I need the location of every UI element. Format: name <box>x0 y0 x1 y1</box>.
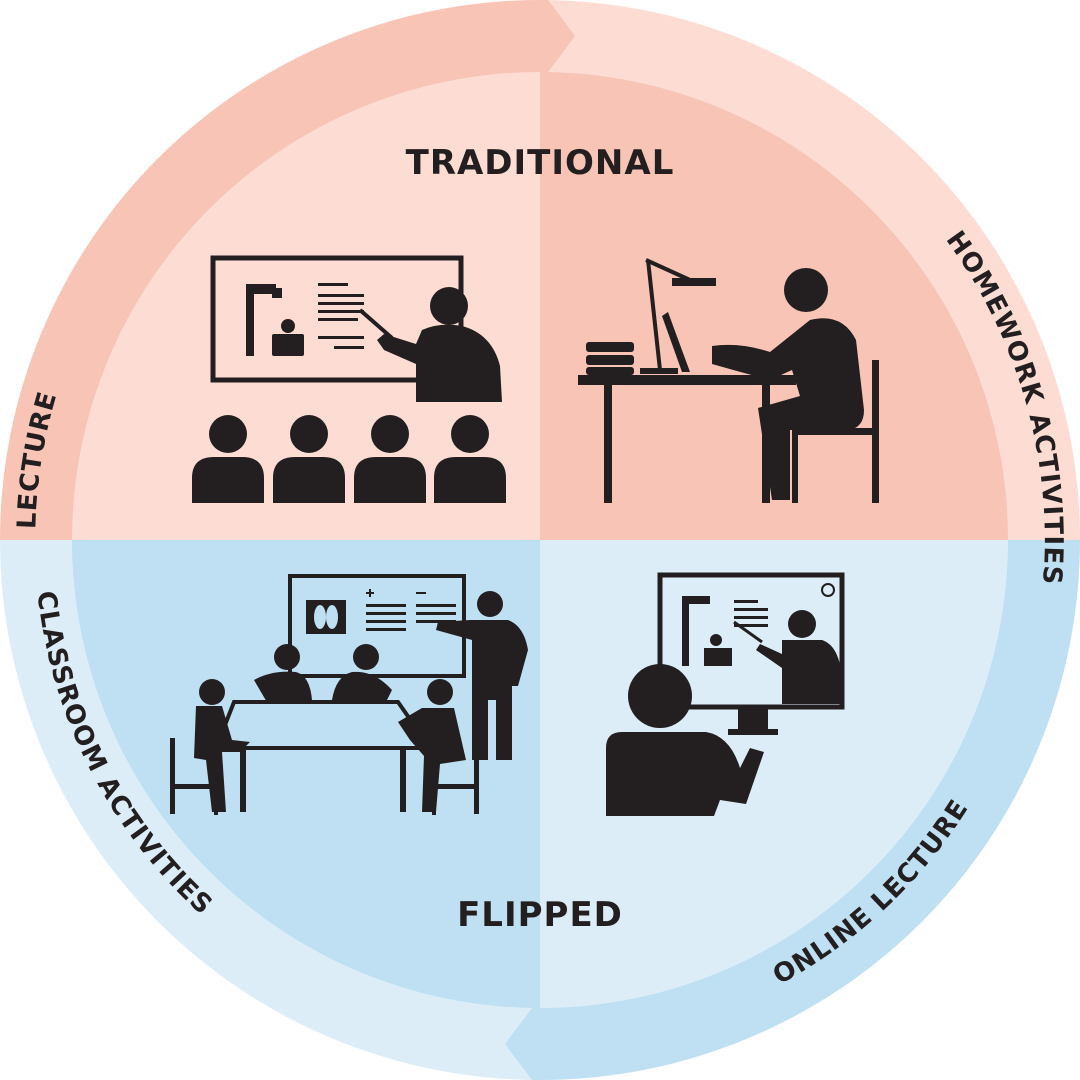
arrow-head-top <box>540 0 575 72</box>
title-flipped: FLIPPED <box>457 895 623 935</box>
attendees-icon <box>194 644 466 812</box>
screen-microscope-icon <box>682 596 732 666</box>
online-scene-icon <box>606 572 845 816</box>
quadrant-online <box>540 540 1008 1008</box>
title-traditional: TRADITIONAL <box>406 143 675 183</box>
pointer-icon <box>358 308 394 340</box>
student-icon <box>712 268 864 500</box>
xray-icon <box>306 600 346 634</box>
chair-icon <box>792 360 879 503</box>
quadrant-homework <box>540 72 1008 540</box>
laptop-icon <box>662 312 690 372</box>
chairs-icon <box>170 736 479 815</box>
teacher-icon <box>377 287 502 402</box>
books-icon <box>586 342 634 375</box>
lecture-scene-icon <box>192 255 506 503</box>
screen-teacher-icon <box>756 610 842 704</box>
desk-lamp-icon <box>640 258 716 374</box>
screen-text-lines <box>734 600 768 627</box>
audience-icon <box>192 415 506 503</box>
quadrant-lecture <box>72 72 540 540</box>
board-text-lines <box>318 283 364 349</box>
homework-scene-icon <box>578 258 879 503</box>
record-icon <box>821 583 835 597</box>
classroom-board-lines <box>366 589 456 631</box>
viewer-icon <box>606 664 764 816</box>
microscope-icon <box>246 284 304 356</box>
quadrant-classroom <box>72 540 540 1008</box>
arrow-head-bottom <box>505 1008 540 1080</box>
inner-quadrants <box>72 72 1008 1008</box>
classroom-scene-icon <box>170 574 528 815</box>
presenter-icon <box>436 591 528 760</box>
